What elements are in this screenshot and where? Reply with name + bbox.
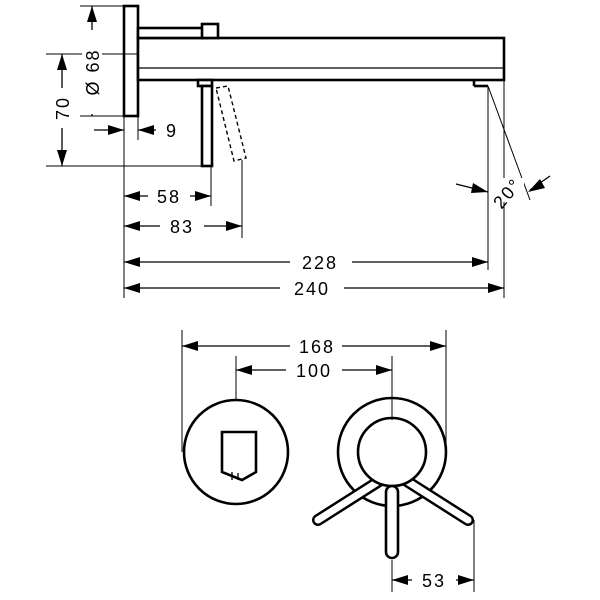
label-53: 53 bbox=[422, 571, 446, 591]
spout-body bbox=[136, 36, 506, 82]
spout-outlet bbox=[220, 430, 258, 482]
side-view: Ø 68 70 9 58 bbox=[46, 4, 551, 299]
label-plate-thickness: 9 bbox=[166, 121, 178, 141]
dimension-100: 100 bbox=[236, 358, 392, 381]
label-168: 168 bbox=[299, 337, 335, 357]
dimension-228: 228 bbox=[124, 250, 488, 273]
lever-swing-left bbox=[312, 472, 390, 526]
label-228: 228 bbox=[302, 253, 338, 273]
dimension-240: 240 bbox=[124, 276, 504, 299]
dimension-70: 70 bbox=[52, 54, 73, 166]
front-view: 168 100 53 bbox=[181, 330, 475, 592]
label-83: 83 bbox=[170, 217, 194, 237]
dimension-9: 9 bbox=[94, 121, 178, 141]
mixer-handle-base bbox=[356, 416, 428, 488]
lever-handle bbox=[200, 84, 214, 168]
wall-plate bbox=[122, 4, 140, 118]
lever-swing-right bbox=[396, 472, 474, 526]
dimension-58: 58 bbox=[124, 184, 211, 207]
label-58: 58 bbox=[157, 187, 181, 207]
label-240: 240 bbox=[294, 279, 330, 299]
dimension-53: 53 bbox=[392, 568, 474, 591]
lever-tilted-position bbox=[215, 85, 247, 162]
dimension-168: 168 bbox=[182, 334, 446, 357]
dimension-angle-20: 20° bbox=[455, 174, 551, 212]
spout-top-box bbox=[136, 26, 206, 40]
dimension-83: 83 bbox=[124, 214, 242, 237]
label-diameter: Ø 68 bbox=[83, 48, 103, 95]
label-100: 100 bbox=[296, 361, 332, 381]
label-height-70: 70 bbox=[53, 96, 73, 120]
spout-top-knob bbox=[200, 22, 220, 40]
dimension-diameter-68: Ø 68 bbox=[82, 6, 103, 116]
mixer-lever-down bbox=[384, 484, 400, 560]
